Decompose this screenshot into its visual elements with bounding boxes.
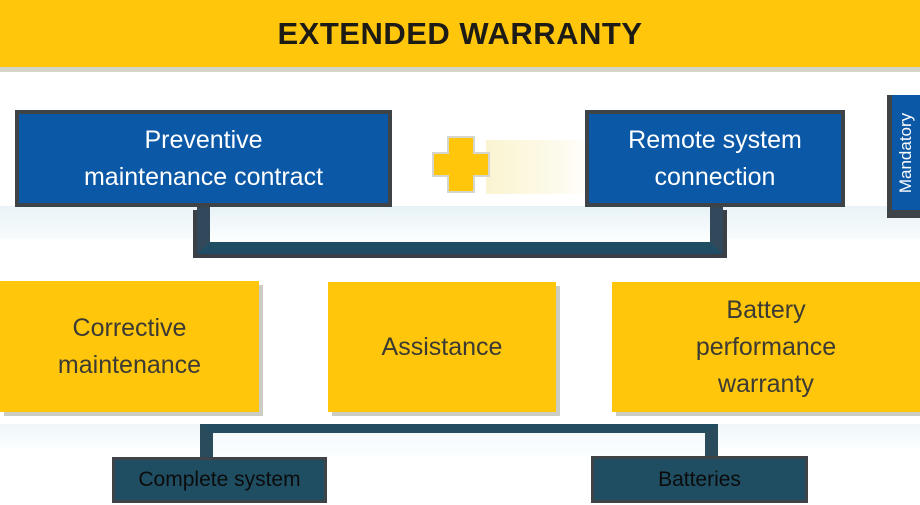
banner-divider <box>0 67 920 72</box>
assistance-box: Assistance <box>328 282 556 412</box>
corrective-maintenance-box: Corrective maintenance <box>0 281 259 412</box>
preventive-maintenance-box: Preventive maintenance contract <box>15 110 392 207</box>
mandatory-tab: Mandatory <box>887 95 920 218</box>
batteries-box: Batteries <box>591 456 808 503</box>
mandatory-label: Mandatory <box>896 112 916 193</box>
plus-icon <box>432 136 490 193</box>
complete-system-box: Complete system <box>112 457 327 503</box>
remote-system-connection-box: Remote system connection <box>585 110 845 207</box>
page-title: EXTENDED WARRANTY <box>277 15 643 51</box>
top-connector-bracket <box>197 206 723 254</box>
plus-glow-streak <box>486 140 594 194</box>
title-wrap: EXTENDED WARRANTY <box>20 16 900 52</box>
bottom-connector-bracket <box>200 424 718 457</box>
title-banner: EXTENDED WARRANTY <box>0 0 920 67</box>
battery-performance-warranty-box: Battery performance warranty <box>612 282 920 412</box>
